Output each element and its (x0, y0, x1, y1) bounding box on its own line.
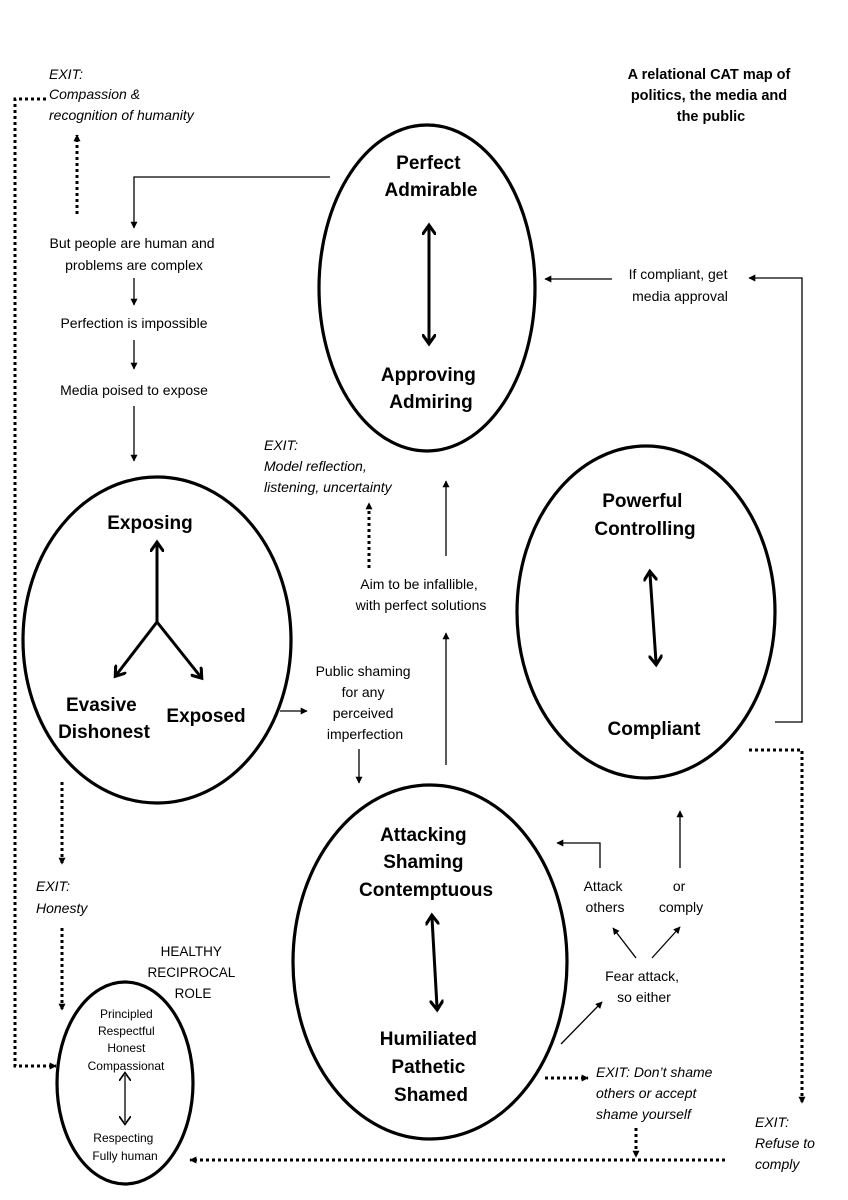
compliant-label: Compliant (608, 719, 702, 740)
perfect-admirable-label: Perfect Admirable (385, 153, 478, 201)
arrow-perfect-to-people-human (130, 176, 330, 229)
perfection-impossible-note: Perfection is impossible (60, 315, 207, 331)
people-human-note: But people are human and problems are co… (50, 235, 219, 273)
aim-infallible-note: Aim to be infallible, with perfect solut… (355, 576, 487, 613)
exit-honesty: EXIT: Honesty (36, 878, 88, 916)
arrow-attack-others-to-attacking (556, 839, 601, 868)
dotted-arrow-to-exit-refuse (749, 748, 806, 1104)
double-arrow-powerful (650, 574, 656, 662)
attacking-shaming-label: Attacking Shaming Contemptuous (359, 825, 493, 901)
evasive-dishonest-label: Evasive Dishonest (58, 695, 151, 743)
attack-others-note: Attack others (584, 878, 627, 915)
arrow-to-evasive (117, 621, 159, 674)
exit-refuse: EXIT: Refuse to comply (755, 1114, 819, 1172)
exit-compassion: EXIT: Compassion & recognition of humani… (49, 66, 195, 123)
exit-dont-shame: EXIT: Don’t shame others or accept shame… (596, 1064, 716, 1122)
arrow-fear-to-comply (651, 926, 681, 959)
media-poised-note: Media poised to expose (60, 382, 208, 398)
healthy-reciprocal-role-label: HEALTHY RECIPROCAL ROLE (147, 944, 238, 1001)
exposed-label: Exposed (166, 706, 245, 727)
diagram-title: A relational CAT map of politics, the me… (628, 67, 795, 125)
arrow-fear-to-attack-others (612, 927, 637, 959)
public-shaming-note: Public shaming for any perceived imperfe… (316, 663, 415, 742)
or-comply-note: or comply (659, 878, 703, 915)
arrow-humiliated-to-fear (560, 1001, 603, 1045)
exposing-label: Exposing (107, 513, 193, 534)
arrow-to-exposed (155, 621, 200, 676)
double-arrow-attacking (432, 918, 437, 1007)
powerful-controlling-label: Powerful Controlling (594, 491, 695, 540)
approving-admiring-label: Approving Admiring (381, 365, 481, 413)
healthy-bottom-label: Respecting Fully human (92, 1131, 157, 1163)
healthy-top-label: Principled Respectful Honest Compassiona… (88, 1007, 165, 1073)
arrow-compliant-to-note (748, 274, 803, 723)
if-compliant-note: If compliant, get media approval (629, 266, 732, 304)
exit-model-reflection: EXIT: Model reflection, listening, uncer… (264, 437, 393, 495)
humiliated-shamed-label: Humiliated Pathetic Shamed (380, 1029, 482, 1106)
fear-attack-note: Fear attack, so either (605, 968, 683, 1005)
exposing-ellipse (21, 475, 293, 805)
